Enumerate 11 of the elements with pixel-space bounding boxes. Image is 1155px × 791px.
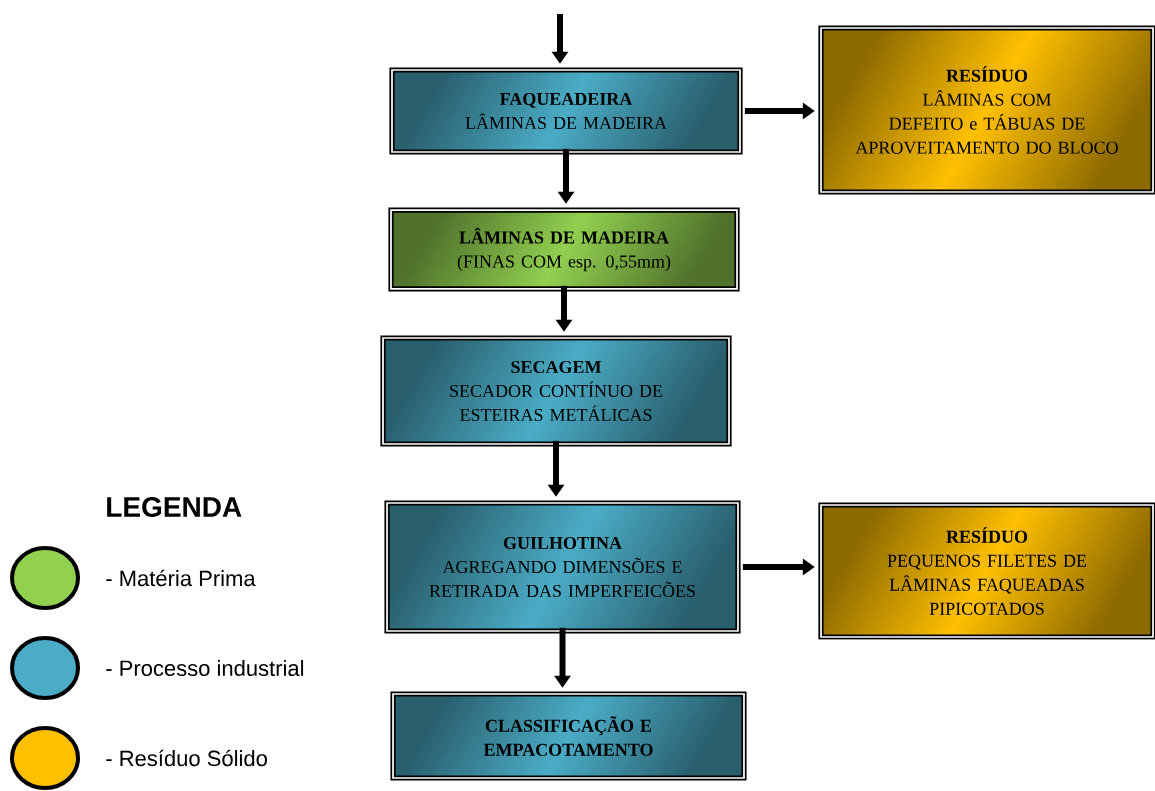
legend-text: - Resíduo Sólido [106, 749, 267, 767]
process-box: CLASSIFICAÇÃO E EMPACOTAMENTO [390, 691, 747, 781]
process-box: FAQUEADEIRA LÂMINAS DE MADEIRA [389, 67, 743, 155]
waste-box: RESÍDUO PEQUENOS FILETES DE LÂMINAS FAQUEADAS PIPICOTADOS [818, 502, 1155, 640]
legend-heading: LEGENDA [107, 497, 242, 517]
waste-box: RESÍDUO LÂMINAS COM DEFEITO e TÁBUAS DE APROVEITAMENTO DO BLOCO [818, 25, 1155, 195]
process-box: SECAGEM SECADOR CONTÍNUO DE ESTEIRAS METÁLICAS [380, 335, 732, 447]
legend-text: - Processo industrial [106, 659, 304, 677]
material-box: LÂMINAS DE MADEIRA (FINAS COM esp. 0,55mm) [388, 207, 740, 292]
legend-text: - Matéria Prima [106, 569, 256, 587]
process-box: GUILHOTINA AGREGANDO DIMENSÕES E RETIRADA DAS IMPERFEICÕES [384, 500, 741, 634]
